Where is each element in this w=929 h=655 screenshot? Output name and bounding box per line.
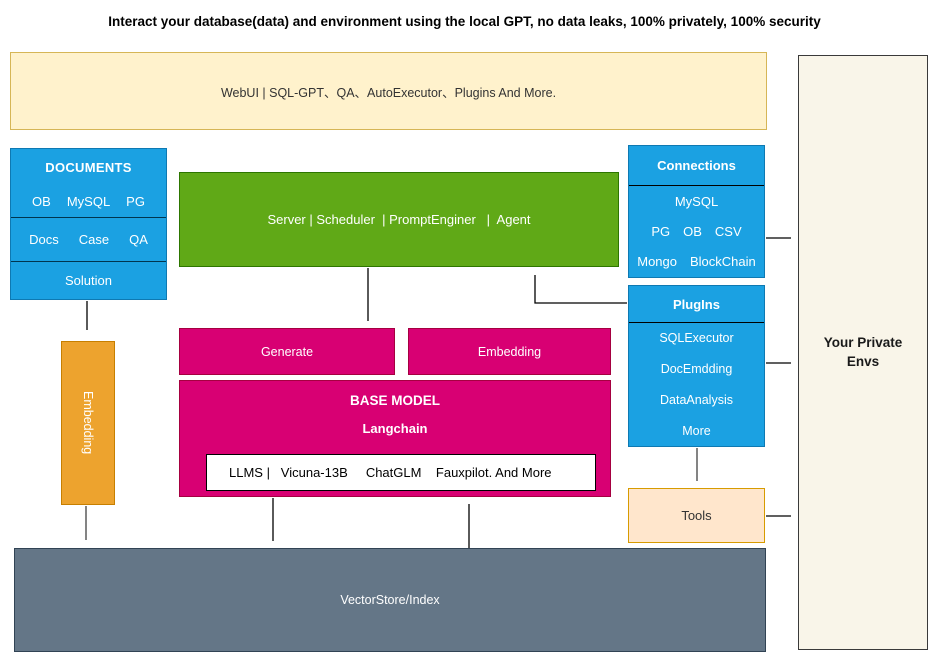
plugins-item-more: More (682, 423, 711, 438)
connections-item-ob: OB (683, 223, 702, 239)
documents-row-docs: Docs Case QA (11, 217, 166, 261)
documents-item-docs: Docs (29, 232, 59, 248)
plugins-title: PlugIns (629, 286, 764, 323)
connections-title: Connections (629, 146, 764, 186)
connections-item-mongo: Mongo (637, 254, 677, 270)
documents-title: DOCUMENTS (45, 159, 132, 175)
documents-row-databases: OB MySQL PG (11, 186, 166, 218)
llms-list-label: LLMS | Vicuna-13B ChatGLM Fauxpilot. And… (229, 465, 552, 480)
documents-item-case: Case (78, 232, 110, 248)
tools-label: Tools (681, 508, 712, 523)
connections-item-pg: PG (651, 223, 671, 239)
page-title: Interact your database(data) and environ… (108, 14, 821, 29)
connections-box: Connections MySQL PG OB CSV Mongo BlockC… (628, 145, 765, 278)
documents-item-mysql: MySQL (66, 193, 111, 209)
documents-item-ob: OB (32, 193, 51, 209)
private-envs-box: Your Private Envs (798, 55, 928, 650)
embedding-pipeline-box: Embedding (61, 341, 115, 505)
generate-label: Generate (260, 344, 314, 359)
llms-list-box: LLMS | Vicuna-13B ChatGLM Fauxpilot. And… (206, 454, 596, 491)
arrow-plugins-to-server (534, 275, 627, 304)
vectorstore-box: VectorStore/Index (14, 548, 766, 652)
vectorstore-label: VectorStore/Index (340, 593, 440, 607)
server-label: Server | Scheduler | PromptEnginer | Age… (267, 212, 531, 227)
server-box: Server | Scheduler | PromptEnginer | Age… (179, 172, 619, 267)
plugins-item-docemdding: DocEmdding (660, 362, 733, 377)
documents-item-qa: QA (129, 232, 148, 248)
base-model-title: BASE MODEL (349, 393, 440, 408)
embedding-pipeline-label: Embedding (81, 391, 95, 455)
base-model-subtitle: Langchain (362, 421, 428, 436)
plugins-item-sqlexecutor: SQLExecutor (659, 331, 734, 346)
connections-row-3: Mongo BlockChain (629, 247, 764, 277)
connections-item-csv: CSV (714, 223, 742, 239)
documents-box: DOCUMENTS OB MySQL PG Docs Case QA Solut… (10, 148, 167, 300)
connections-item-mysql: MySQL (674, 193, 719, 209)
webui-label: WebUI | SQL-GPT、QA、AutoExecutor、Plugins … (220, 85, 557, 100)
plugins-box: PlugIns SQLExecutor DocEmdding DataAnaly… (628, 285, 765, 447)
documents-item-pg: PG (126, 193, 145, 209)
connections-row-2: PG OB CSV (629, 216, 764, 246)
generate-box: Generate (179, 328, 395, 375)
tools-box: Tools (628, 488, 765, 543)
documents-item-solution: Solution (11, 261, 166, 299)
connections-item-blockchain: BlockChain (689, 254, 756, 270)
embedding-service-label: Embedding (477, 344, 542, 359)
webui-layer-box: WebUI | SQL-GPT、QA、AutoExecutor、Plugins … (10, 52, 767, 130)
embedding-service-box: Embedding (408, 328, 611, 375)
plugins-item-dataanalysis: DataAnalysis (660, 392, 733, 407)
base-model-box: BASE MODEL Langchain LLMS | Vicuna-13B C… (179, 380, 611, 497)
private-envs-label: Your Private Envs (823, 334, 903, 369)
